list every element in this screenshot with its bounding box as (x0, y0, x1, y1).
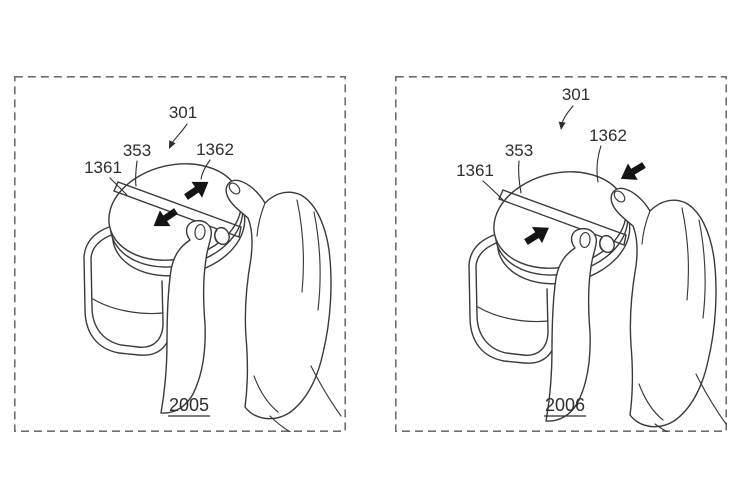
reference-labels: 301 1362 353 1361 (456, 85, 627, 201)
lower-fingernail (194, 223, 206, 241)
gesture-arrow-lower (153, 208, 178, 227)
leader-1362 (596, 145, 602, 183)
lower-touch-finger (545, 227, 597, 422)
hand (160, 179, 342, 432)
watch-crown (214, 226, 230, 246)
upper-fingernail (228, 182, 241, 195)
figure-number: 2006 (545, 395, 585, 415)
watch-band (83, 226, 172, 356)
lower-fingernail (579, 231, 591, 249)
ref-label-1362: 1362 (589, 126, 627, 145)
ref-label-1361: 1361 (456, 161, 494, 180)
figure-2006-drawing: 301 1362 353 1361 2006 (395, 76, 727, 432)
upper-fingernail (613, 190, 626, 203)
figure-number: 2005 (169, 395, 209, 415)
ref-label-353: 353 (505, 141, 533, 160)
leader-1362 (200, 159, 211, 180)
lower-touch-finger (160, 219, 212, 414)
gesture-arrow-upper (184, 181, 209, 200)
ref-label-353: 353 (123, 141, 151, 160)
leader-arrowhead-301 (169, 140, 176, 149)
smartwatch-and-hand-drawing (468, 162, 727, 432)
ref-label-301: 301 (169, 103, 197, 122)
ref-label-301: 301 (562, 85, 590, 104)
hand (545, 187, 727, 432)
dashed-border (14, 76, 346, 432)
leader-353 (135, 160, 138, 187)
watch-band (468, 234, 557, 364)
leader-1361 (109, 177, 128, 196)
figure-2005-drawing: 301 353 1362 1361 2005 (14, 76, 346, 432)
figure-panel-2005: 301 353 1362 1361 2005 (14, 76, 346, 432)
watch-crown (599, 234, 615, 254)
dashed-border (395, 76, 727, 432)
gesture-arrow-lower (524, 227, 549, 245)
reference-labels: 301 353 1362 1361 (84, 103, 234, 196)
leader-arrowhead-301 (558, 121, 566, 130)
leader-1361 (482, 180, 504, 201)
leader-353 (518, 160, 522, 194)
ref-label-1362: 1362 (196, 140, 234, 159)
smartwatch-and-hand-drawing (83, 163, 342, 432)
gesture-arrow-upper (620, 162, 646, 180)
figure-panel-2006: 301 1362 353 1361 2006 (395, 76, 727, 432)
ref-label-1361: 1361 (84, 158, 122, 177)
